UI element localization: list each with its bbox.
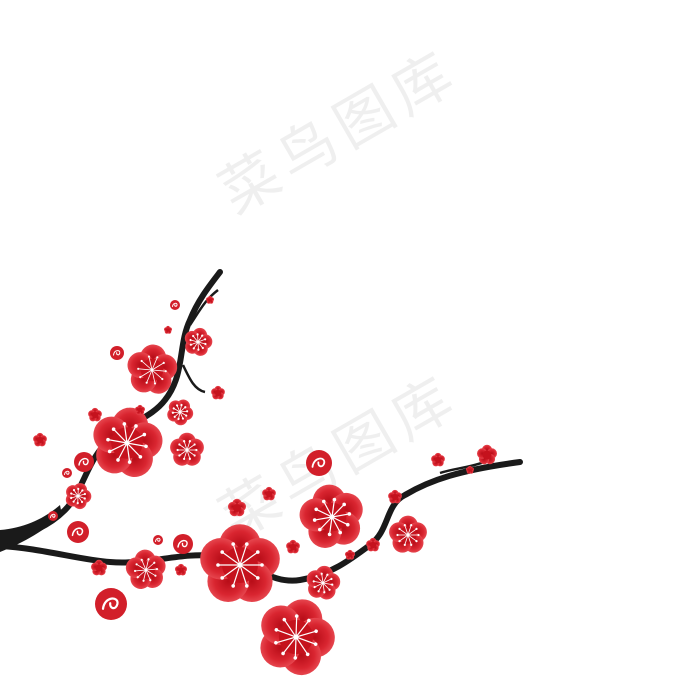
plum-bud [95, 588, 127, 620]
plum-blossom [167, 399, 194, 426]
twig-mid [181, 364, 206, 394]
watermark: 菜鸟图库 菜鸟图库 [208, 36, 471, 552]
plum-blossom [306, 565, 341, 600]
plum-bud [62, 468, 72, 478]
plum-bud [48, 511, 58, 521]
upper-branch-base [0, 505, 62, 552]
plum-bud [306, 450, 332, 476]
plum-bud [170, 300, 180, 310]
twig-upper [188, 289, 219, 326]
lower-branch [0, 459, 523, 584]
plum-blossom [389, 515, 427, 553]
plum-blossom [366, 537, 380, 552]
plum-blossom [125, 549, 166, 589]
plum-blossom [170, 432, 204, 466]
plum-blossom [299, 484, 363, 548]
plum-blossom [211, 385, 225, 400]
plum-blossom [477, 444, 497, 465]
plum-blossom [184, 327, 213, 356]
plum-blossom [286, 539, 300, 554]
plum-blossom [33, 432, 47, 447]
watermark-text-top: 菜鸟图库 [208, 36, 471, 227]
plum-bud [67, 521, 89, 543]
plum-blossom [164, 325, 172, 334]
plum-bud [110, 346, 124, 360]
buds [48, 300, 332, 620]
plum-bud [153, 535, 163, 545]
blossoms [33, 295, 497, 676]
plum-blossom [260, 599, 335, 676]
plum-blossom [345, 549, 355, 560]
plum-blossom [206, 295, 214, 304]
plum-blossom [65, 483, 92, 510]
plum-bud [173, 534, 193, 554]
plum-blossom [91, 559, 107, 576]
plum-blossom [127, 344, 178, 394]
plum-blossom [388, 489, 402, 504]
plum-blossom [228, 498, 246, 517]
plum-blossom [466, 465, 474, 474]
plum-blossom [175, 563, 187, 576]
plum-blossom [431, 452, 445, 467]
plum-blossom [93, 407, 163, 477]
plum-blossom [88, 407, 102, 422]
plum-bud [74, 452, 94, 472]
plum-blossom [135, 404, 145, 415]
plum-blossom [200, 524, 280, 602]
plum-blossom [262, 486, 276, 501]
